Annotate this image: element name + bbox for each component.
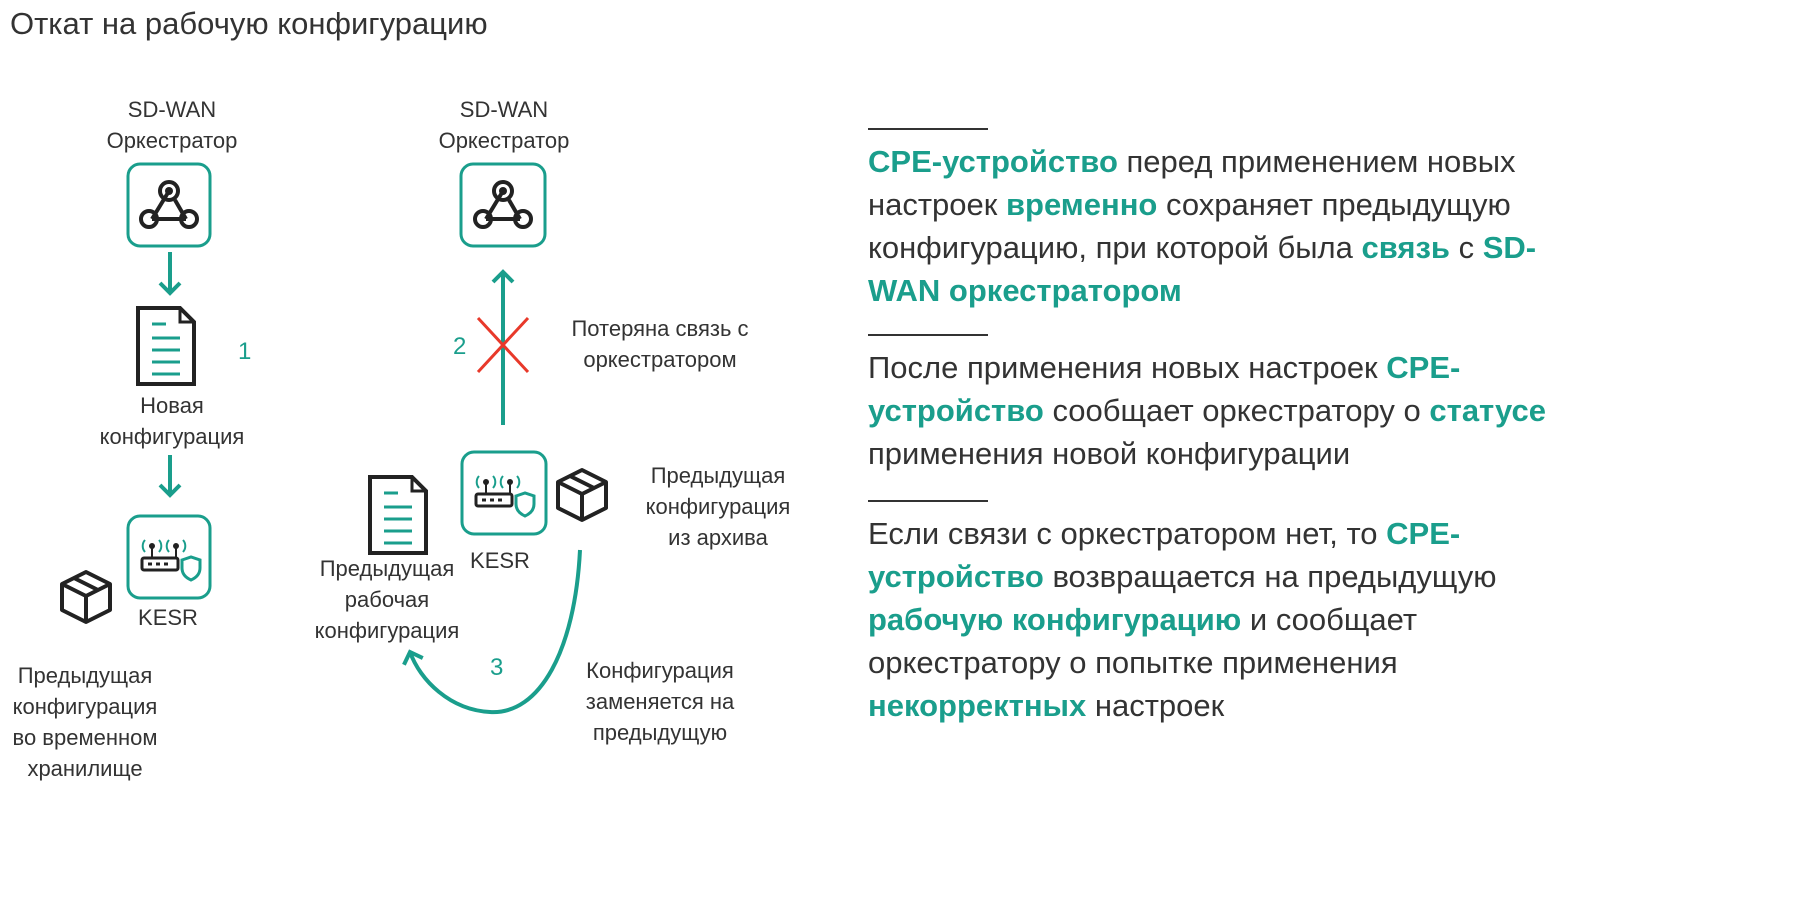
text-block-2: После применения новых настроек CPE-устр… (868, 350, 1546, 471)
step-number: 2 (453, 333, 467, 360)
router-icon (474, 474, 536, 518)
orchestrator-icon (473, 180, 533, 229)
text-block-3: Если связи с оркестратором нет, то CPE-у… (868, 516, 1497, 723)
kesr-icon-box-mid (460, 450, 548, 536)
diagram-graphics (60, 162, 608, 715)
page-title: Откат на рабочую конфигурацию (10, 6, 488, 41)
document-icon (136, 306, 196, 386)
orchestrator-icon-box-mid (459, 162, 547, 248)
document-icon (368, 475, 428, 555)
text-block-1: CPE-устройство перед применением новых н… (868, 144, 1537, 308)
kesr-label: KESR (470, 548, 530, 573)
box-icon (556, 468, 608, 522)
divider (868, 128, 988, 130)
step-number: 3 (490, 654, 504, 681)
kesr-label: KESR (138, 605, 198, 630)
step-number: 1 (238, 338, 252, 365)
router-icon (140, 538, 202, 582)
cross-icon (476, 316, 530, 374)
divider (868, 334, 988, 336)
divider (868, 500, 988, 502)
arrow-curved (402, 549, 582, 715)
box-icon (60, 570, 112, 624)
orchestrator-icon-box-left (126, 162, 212, 248)
kesr-icon-box-left (126, 514, 212, 600)
orchestrator-icon (139, 180, 199, 229)
